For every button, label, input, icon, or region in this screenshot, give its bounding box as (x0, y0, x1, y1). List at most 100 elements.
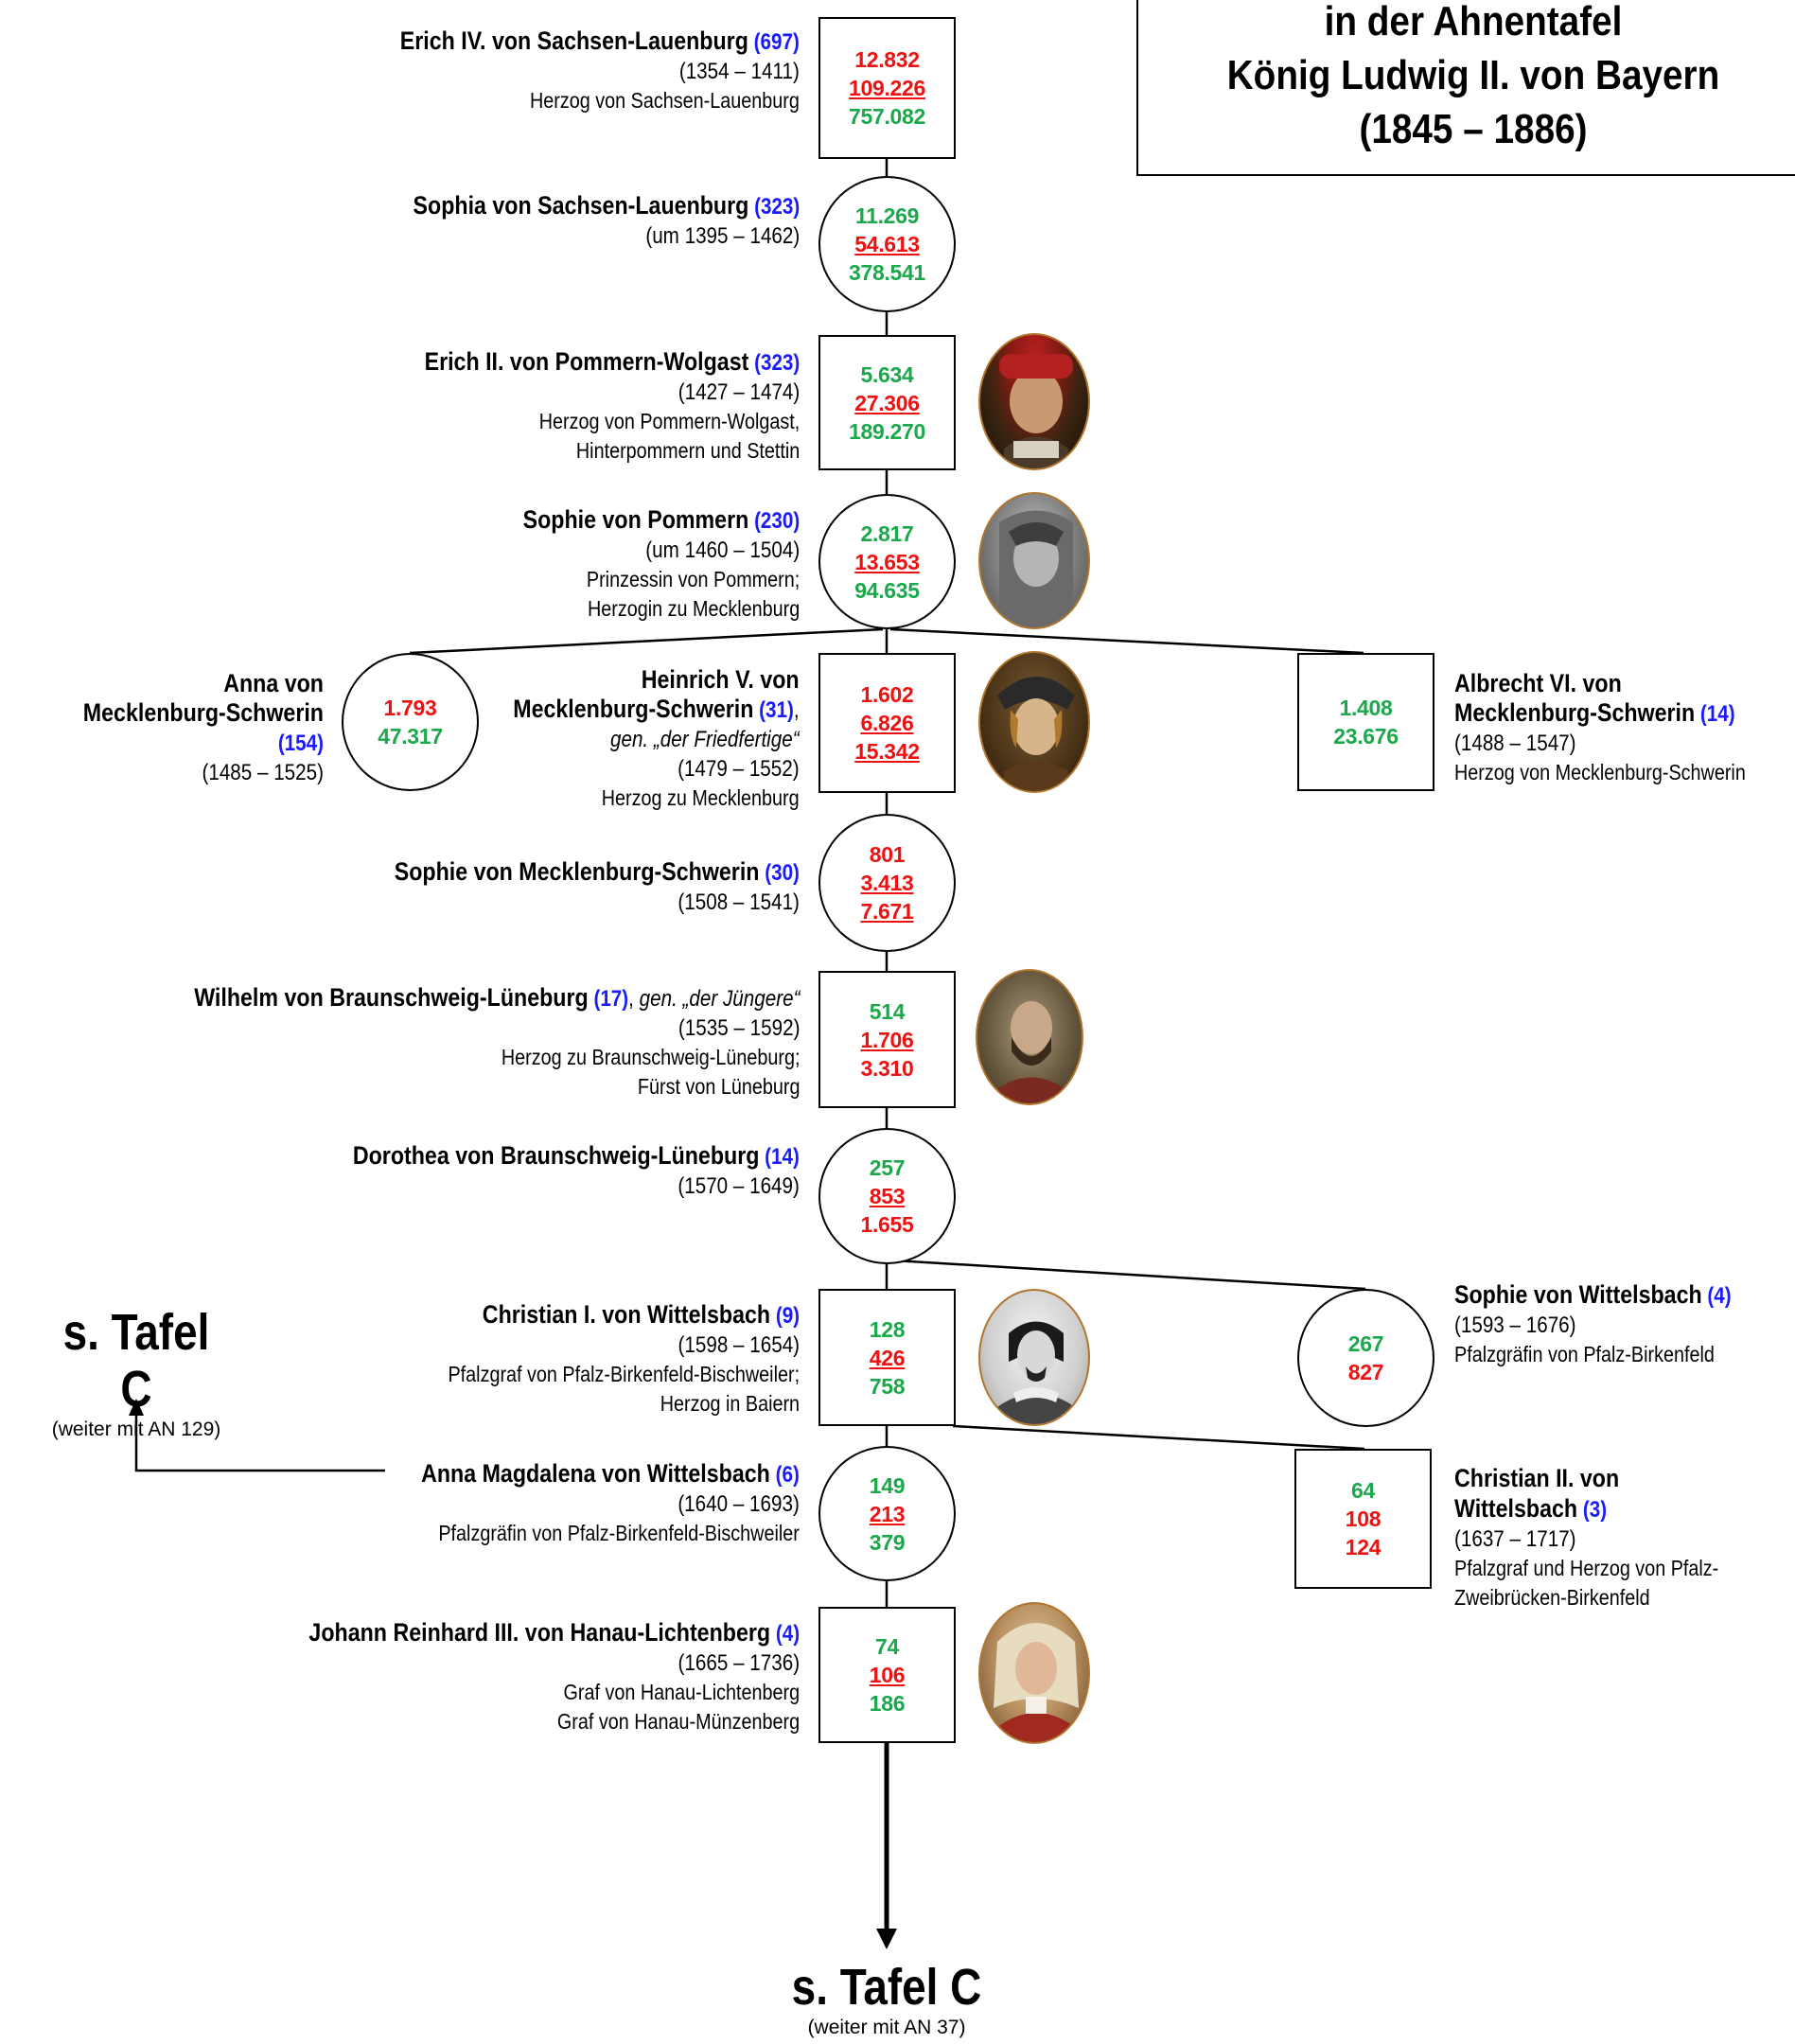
person-info-christian-ii: Christian II. von Wittelsbach (3) (1637 … (1454, 1464, 1748, 1612)
node-heinrich-v: 1.602 6.826 15.342 (818, 653, 956, 793)
node-wilhelm-bl: 514 1.706 3.310 (818, 971, 956, 1108)
node-value: 64 (1351, 1478, 1375, 1503)
node-dorothea-bl: 257 853 1.655 (818, 1128, 956, 1264)
portrait-christian-i (978, 1289, 1090, 1426)
person-title: Herzog in Baiern (660, 1391, 800, 1416)
node-value: 3.310 (860, 1055, 914, 1081)
person-name: Sophie von Pommern (522, 505, 749, 534)
node-value: 128 (869, 1316, 906, 1342)
node-value: 213 (869, 1501, 906, 1526)
person-info-sophie-ms: Sophie von Mecklenburg-Schwerin (30) (15… (395, 857, 800, 917)
person-dates: (um 1460 – 1504) (645, 537, 800, 563)
reference-subtitle: (weiter mit AN 37) (807, 2017, 966, 2038)
person-title: Graf von Hanau-Lichtenberg (563, 1680, 800, 1704)
title-line-1: in der Ahnentafel (1324, 0, 1623, 44)
node-christian-i: 128 426 758 (818, 1289, 956, 1426)
person-info-heinrich-v: Heinrich V. von Mecklenburg-Schwerin (31… (514, 665, 800, 813)
person-dates: (1488 – 1547) (1454, 731, 1576, 756)
node-value: 378.541 (848, 260, 926, 285)
person-nickname: gen. „der Jüngere“ (639, 986, 800, 1012)
node-value: 1.602 (860, 682, 914, 707)
person-title: Herzog von Sachsen-Lauenburg (530, 88, 800, 113)
person-name: Sophie von Wittelsbach (1454, 1280, 1702, 1309)
ancestor-number: (4) (775, 1621, 800, 1647)
person-info-albrecht-vi: Albrecht VI. von Mecklenburg-Schwerin (1… (1454, 669, 1746, 787)
person-info-wilhelm-bl: Wilhelm von Braunschweig-Lüneburg (17), … (194, 983, 800, 1101)
ancestor-number: (4) (1707, 1283, 1732, 1309)
node-value: 5.634 (860, 361, 914, 387)
person-dates: (1427 – 1474) (678, 379, 800, 405)
person-dates: (1593 – 1676) (1454, 1313, 1576, 1338)
person-name: Christian I. von Wittelsbach (482, 1300, 771, 1329)
node-value: 54.613 (854, 232, 920, 256)
ancestor-number: (323) (753, 194, 800, 220)
person-nickname: gen. „der Friedfertige“ (610, 727, 800, 752)
node-value: 257 (869, 1155, 906, 1180)
node-value: 108 (1345, 1507, 1381, 1531)
node-value: 2.817 (860, 520, 914, 546)
person-info-sophie-p: Sophie von Pommern (230) (um 1460 – 1504… (522, 505, 800, 624)
ancestor-number: (31) (759, 697, 795, 723)
ancestor-number: (154) (277, 731, 324, 756)
person-title: Pfalzgräfin von Pfalz-Birkenfeld (1454, 1342, 1715, 1366)
node-value: 149 (869, 1472, 906, 1498)
node-value: 11.269 (854, 203, 920, 228)
person-dates: (1535 – 1592) (678, 1015, 800, 1041)
ancestor-number: (323) (753, 350, 800, 376)
person-info-erich-ii: Erich II. von Pommern-Wolgast (323) (142… (424, 347, 800, 466)
node-value: 6.826 (860, 711, 914, 735)
person-title: Hinterpommern und Stettin (575, 438, 800, 463)
comma: , (627, 986, 634, 1012)
person-title: Prinzessin von Pommern; (586, 567, 800, 591)
node-value: 94.635 (854, 577, 920, 603)
person-dates: (1479 – 1552) (678, 756, 800, 782)
portrait-heinrich-v (978, 651, 1090, 793)
node-value: 1.706 (860, 1027, 914, 1052)
node-value: 27.306 (854, 390, 920, 415)
node-christian-ii: 64 108 124 (1294, 1449, 1432, 1589)
node-value: 379 (869, 1529, 906, 1555)
reference-left[interactable]: s. Tafel C (weiter mit AN 129) (28, 1304, 244, 1441)
person-title: Pfalzgraf von Pfalz-Birkenfeld-Bischweil… (448, 1362, 800, 1386)
person-title: Herzog von Mecklenburg-Schwerin (1454, 760, 1746, 784)
node-value: 801 (869, 842, 906, 867)
person-dates: (1570 – 1649) (678, 1173, 800, 1199)
ancestor-number: (17) (593, 986, 628, 1012)
person-name: Wilhelm von Braunschweig-Lüneburg (193, 983, 589, 1012)
reference-title[interactable]: s. Tafel C (791, 1959, 982, 2016)
portrait-johann-r (978, 1602, 1090, 1744)
node-value: 15.342 (854, 739, 920, 764)
person-title: Fürst von Lüneburg (637, 1074, 800, 1099)
person-info-sophia-sl: Sophia von Sachsen-Lauenburg (323) (um 1… (413, 191, 800, 251)
reference-bottom[interactable]: s. Tafel C (weiter mit AN 37) (773, 1959, 1000, 2039)
person-dates: (1485 – 1525) (202, 760, 324, 785)
node-sophie-w: 267 827 (1297, 1289, 1434, 1427)
node-value: 3.413 (860, 871, 914, 895)
node-value: 186 (869, 1691, 906, 1716)
node-value: 7.671 (860, 899, 914, 924)
person-title: Herzog von Pommern-Wolgast, (538, 409, 800, 433)
node-anna-mw: 149 213 379 (818, 1446, 956, 1581)
node-value: 853 (869, 1184, 906, 1208)
ancestor-number: (6) (775, 1462, 800, 1488)
portrait-sophie-p (978, 492, 1090, 629)
node-value: 1.408 (1339, 696, 1393, 720)
node-value: 106 (869, 1663, 906, 1687)
node-anna-ms: 1.793 47.317 (342, 653, 479, 791)
node-value: 1.793 (383, 696, 437, 720)
node-value: 23.676 (1333, 724, 1399, 749)
node-value: 189.270 (848, 418, 926, 444)
person-name: Christian II. von Wittelsbach (1454, 1464, 1620, 1523)
ancestor-number: (9) (775, 1303, 800, 1329)
person-name: Sophia von Sachsen-Lauenburg (413, 191, 749, 220)
person-info-johann-r: Johann Reinhard III. von Hanau-Lichtenbe… (308, 1618, 800, 1736)
portrait-wilhelm-bl (976, 969, 1083, 1105)
reference-title[interactable]: s. Tafel C (62, 1304, 210, 1418)
node-value: 514 (869, 998, 906, 1024)
node-sophie-p: 2.817 13.653 94.635 (818, 494, 956, 629)
node-erich-ii: 5.634 27.306 189.270 (818, 335, 956, 470)
ancestor-number: (14) (1699, 701, 1735, 727)
person-dates: (1508 – 1541) (678, 890, 800, 915)
person-name: Mecklenburg-Schwerin (1454, 698, 1696, 727)
